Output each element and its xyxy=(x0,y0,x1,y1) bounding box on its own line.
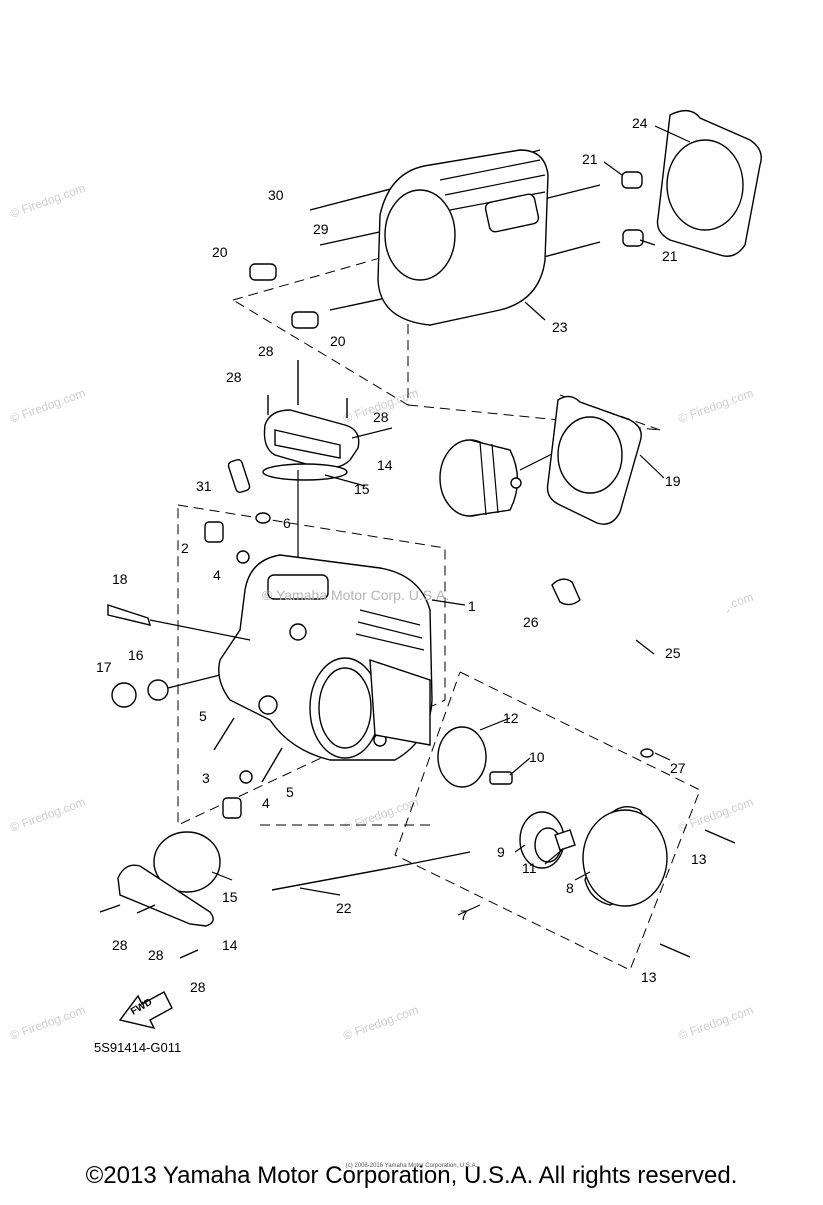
callout-18: 18 xyxy=(112,571,128,587)
callout-3: 3 xyxy=(202,770,210,786)
cylinder-assembly xyxy=(232,110,762,431)
callout-6: 6 xyxy=(283,515,291,531)
callouts: 24 21 30 29 20 21 23 20 28 28 28 14 15 3… xyxy=(96,115,707,995)
footer-copyright: ©2013 Yamaha Motor Corporation, U.S.A. A… xyxy=(85,1162,738,1189)
watermark: © Firedog.com xyxy=(676,386,755,426)
callout-13: 13 xyxy=(641,969,657,985)
callout-14: 14 xyxy=(222,937,238,953)
callout-28: 28 xyxy=(190,979,206,995)
callout-29: 29 xyxy=(313,221,329,237)
leader-lines xyxy=(211,125,691,916)
callout-14: 14 xyxy=(377,457,393,473)
callout-4: 4 xyxy=(262,795,270,811)
watermark: © Firedog.com xyxy=(341,795,420,835)
callout-2: 2 xyxy=(181,540,189,556)
oil-cover-assembly xyxy=(271,671,736,971)
callout-23: 23 xyxy=(552,319,568,335)
callout-24: 24 xyxy=(632,115,648,131)
callout-16: 16 xyxy=(128,647,144,663)
callout-17: 17 xyxy=(96,659,112,675)
cylinder-head xyxy=(107,458,446,826)
callout-27: 27 xyxy=(670,760,686,776)
callout-9: 9 xyxy=(497,844,505,860)
watermark: © Firedog.com xyxy=(8,386,87,426)
watermark: © Firedog.com xyxy=(676,795,755,835)
center-mark: © Yamaha Motor Corp. U.S.A. xyxy=(262,587,449,603)
callout-5: 5 xyxy=(199,708,207,724)
callout-19: 19 xyxy=(665,473,681,489)
lower-cover xyxy=(99,831,221,959)
footer-small-copyright: (c) 2008-2016 Yamaha Motor Corporation, … xyxy=(345,1163,478,1169)
callout-28: 28 xyxy=(226,369,242,385)
callout-20: 20 xyxy=(212,244,228,260)
callout-31: 31 xyxy=(196,478,212,494)
fwd-arrow: FWD xyxy=(118,991,173,1030)
callout-1: 1 xyxy=(468,598,476,614)
callout-10: 10 xyxy=(529,749,545,765)
callout-11: 11 xyxy=(522,860,537,876)
callout-21: 21 xyxy=(582,151,598,167)
callout-25: 25 xyxy=(665,645,681,661)
watermark: © Firedog.com xyxy=(8,181,87,221)
callout-15: 15 xyxy=(222,889,238,905)
callout-21: 21 xyxy=(662,248,678,264)
piston-gasket-assembly xyxy=(439,394,661,525)
callout-8: 8 xyxy=(566,880,574,896)
callout-20: 20 xyxy=(330,333,346,349)
watermark: © Firedog.com xyxy=(341,1003,420,1043)
callout-28: 28 xyxy=(373,409,389,425)
cam-cover xyxy=(262,360,360,560)
callout-4: 4 xyxy=(213,567,221,583)
callout-30: 30 xyxy=(268,187,284,203)
callout-28: 28 xyxy=(112,937,128,953)
watermark: © Firedog.com xyxy=(8,795,87,835)
callout-5: 5 xyxy=(286,784,294,800)
watermark: © Firedog.com xyxy=(8,1003,87,1043)
callout-28: 28 xyxy=(258,343,274,359)
callout-28: 28 xyxy=(148,947,164,963)
callout-15: 15 xyxy=(354,481,370,497)
breather-pipe xyxy=(551,515,754,774)
callout-13: 13 xyxy=(691,851,707,867)
callout-26: 26 xyxy=(523,614,539,630)
callout-7: 7 xyxy=(460,907,468,923)
callout-22: 22 xyxy=(336,900,352,916)
callout-12: 12 xyxy=(503,710,519,726)
watermark: © Firedog.com xyxy=(676,1003,755,1043)
diagram-code: 5S91414-G011 xyxy=(94,1040,182,1055)
